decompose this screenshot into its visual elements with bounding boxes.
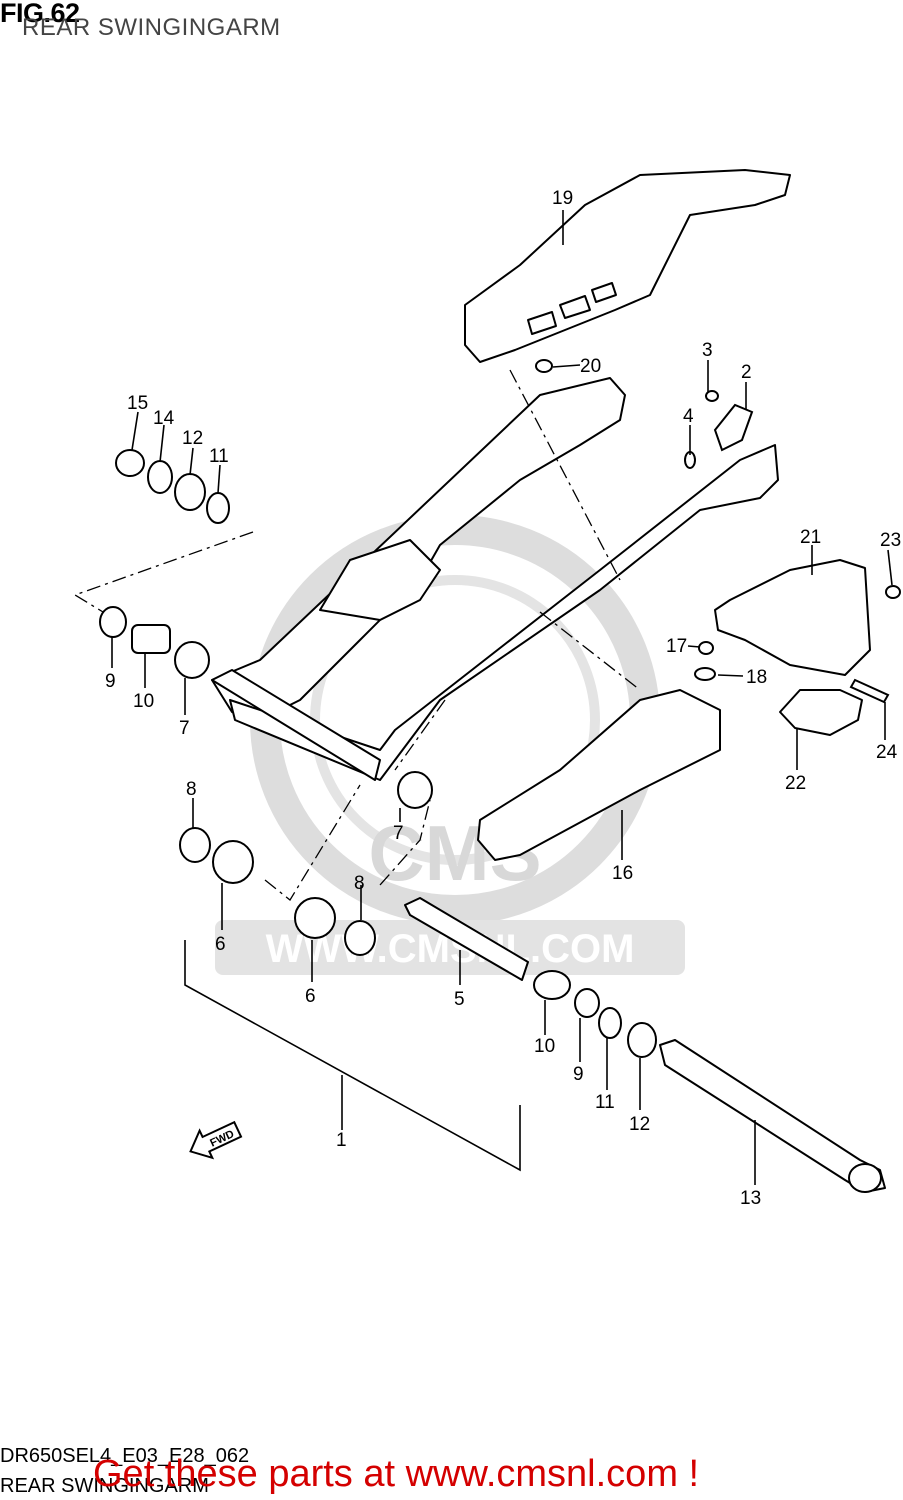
callout-24: 24 bbox=[876, 742, 898, 763]
page-title: REAR SWINGINGARM bbox=[22, 14, 281, 41]
washer-part-11 bbox=[206, 492, 230, 524]
callout-7b: 7 bbox=[393, 823, 404, 844]
callout-7: 7 bbox=[179, 718, 190, 739]
bearing-part-7 bbox=[174, 641, 210, 679]
shaft-part-5 bbox=[404, 897, 529, 981]
callout-12: 12 bbox=[182, 428, 203, 449]
callout-10: 10 bbox=[133, 691, 154, 712]
footer-subtitle: REAR SWINGINGARM bbox=[0, 1475, 209, 1497]
callout-9b: 9 bbox=[573, 1064, 584, 1085]
callout-11b: 11 bbox=[595, 1092, 615, 1113]
bearing-part-7b bbox=[397, 771, 433, 809]
callout-21: 21 bbox=[800, 527, 821, 548]
callout-15: 15 bbox=[127, 393, 148, 414]
washer-part-18 bbox=[694, 667, 716, 681]
bolt-part-20 bbox=[535, 359, 553, 373]
bearing-part-12 bbox=[174, 473, 206, 511]
diagram-code: DR650SEL4_E03_E28_062 bbox=[0, 1445, 250, 1467]
pivot-nut-part-13 bbox=[848, 1163, 882, 1193]
callout-6b: 6 bbox=[305, 986, 316, 1007]
washer-part-11b bbox=[598, 1007, 622, 1039]
bolt-part-3 bbox=[705, 390, 719, 402]
callout-23: 23 bbox=[880, 530, 901, 551]
callout-20: 20 bbox=[580, 356, 601, 377]
seal-part-8b bbox=[344, 920, 376, 956]
bolt-part-23 bbox=[885, 585, 901, 599]
callout-5: 5 bbox=[454, 989, 465, 1010]
callout-1: 1 bbox=[336, 1130, 347, 1151]
callout-13: 13 bbox=[740, 1188, 761, 1209]
forward-arrow-icon: FWD bbox=[189, 1120, 243, 1160]
callout-18: 18 bbox=[746, 667, 767, 688]
reference-lines bbox=[73, 369, 641, 901]
callout-3: 3 bbox=[702, 340, 713, 361]
seal-part-9b bbox=[574, 988, 600, 1018]
callout-2: 2 bbox=[741, 362, 752, 383]
bolt-part-24 bbox=[849, 678, 890, 704]
cta-link[interactable]: Get these parts at www.cmsnl.com ! bbox=[93, 1453, 700, 1495]
bushing-part-6b bbox=[294, 897, 336, 939]
chain-slider-part-16 bbox=[477, 689, 721, 861]
callout-12b: 12 bbox=[629, 1114, 650, 1135]
plate-part-2 bbox=[713, 403, 754, 452]
callout-10b: 10 bbox=[534, 1036, 555, 1057]
bushing-part-6 bbox=[212, 840, 254, 884]
callout-8: 8 bbox=[186, 779, 197, 800]
callout-6: 6 bbox=[215, 934, 226, 955]
seal-part-8 bbox=[179, 827, 211, 863]
nut-part-15 bbox=[115, 449, 145, 477]
callout-9: 9 bbox=[105, 671, 116, 692]
callout-16: 16 bbox=[612, 863, 633, 884]
screw-part-17 bbox=[698, 641, 714, 655]
bracket-part-21 bbox=[714, 559, 871, 676]
callout-11: 11 bbox=[209, 446, 229, 467]
callout-8b: 8 bbox=[354, 873, 365, 894]
callout-labels: 19 20 3 2 4 15 14 12 11 23 21 17 18 9 10… bbox=[105, 188, 901, 1209]
washer-part-14 bbox=[147, 460, 173, 494]
figure-number: FIG.62 bbox=[0, 0, 80, 28]
callout-17: 17 bbox=[666, 636, 687, 657]
callout-19: 19 bbox=[552, 188, 573, 209]
callout-4: 4 bbox=[683, 406, 694, 427]
chain-guard-part-19 bbox=[464, 169, 791, 363]
leader-lines bbox=[111, 210, 893, 1185]
callout-14: 14 bbox=[153, 408, 175, 429]
bushing-part-10b bbox=[533, 970, 571, 1000]
pivot-shaft-part-13 bbox=[659, 1039, 886, 1193]
seal-part-9 bbox=[99, 606, 127, 638]
callout-22: 22 bbox=[785, 773, 806, 794]
bearing-part-12b bbox=[627, 1022, 657, 1058]
guard-part-22 bbox=[779, 689, 863, 736]
bushing-part-10 bbox=[131, 624, 171, 654]
